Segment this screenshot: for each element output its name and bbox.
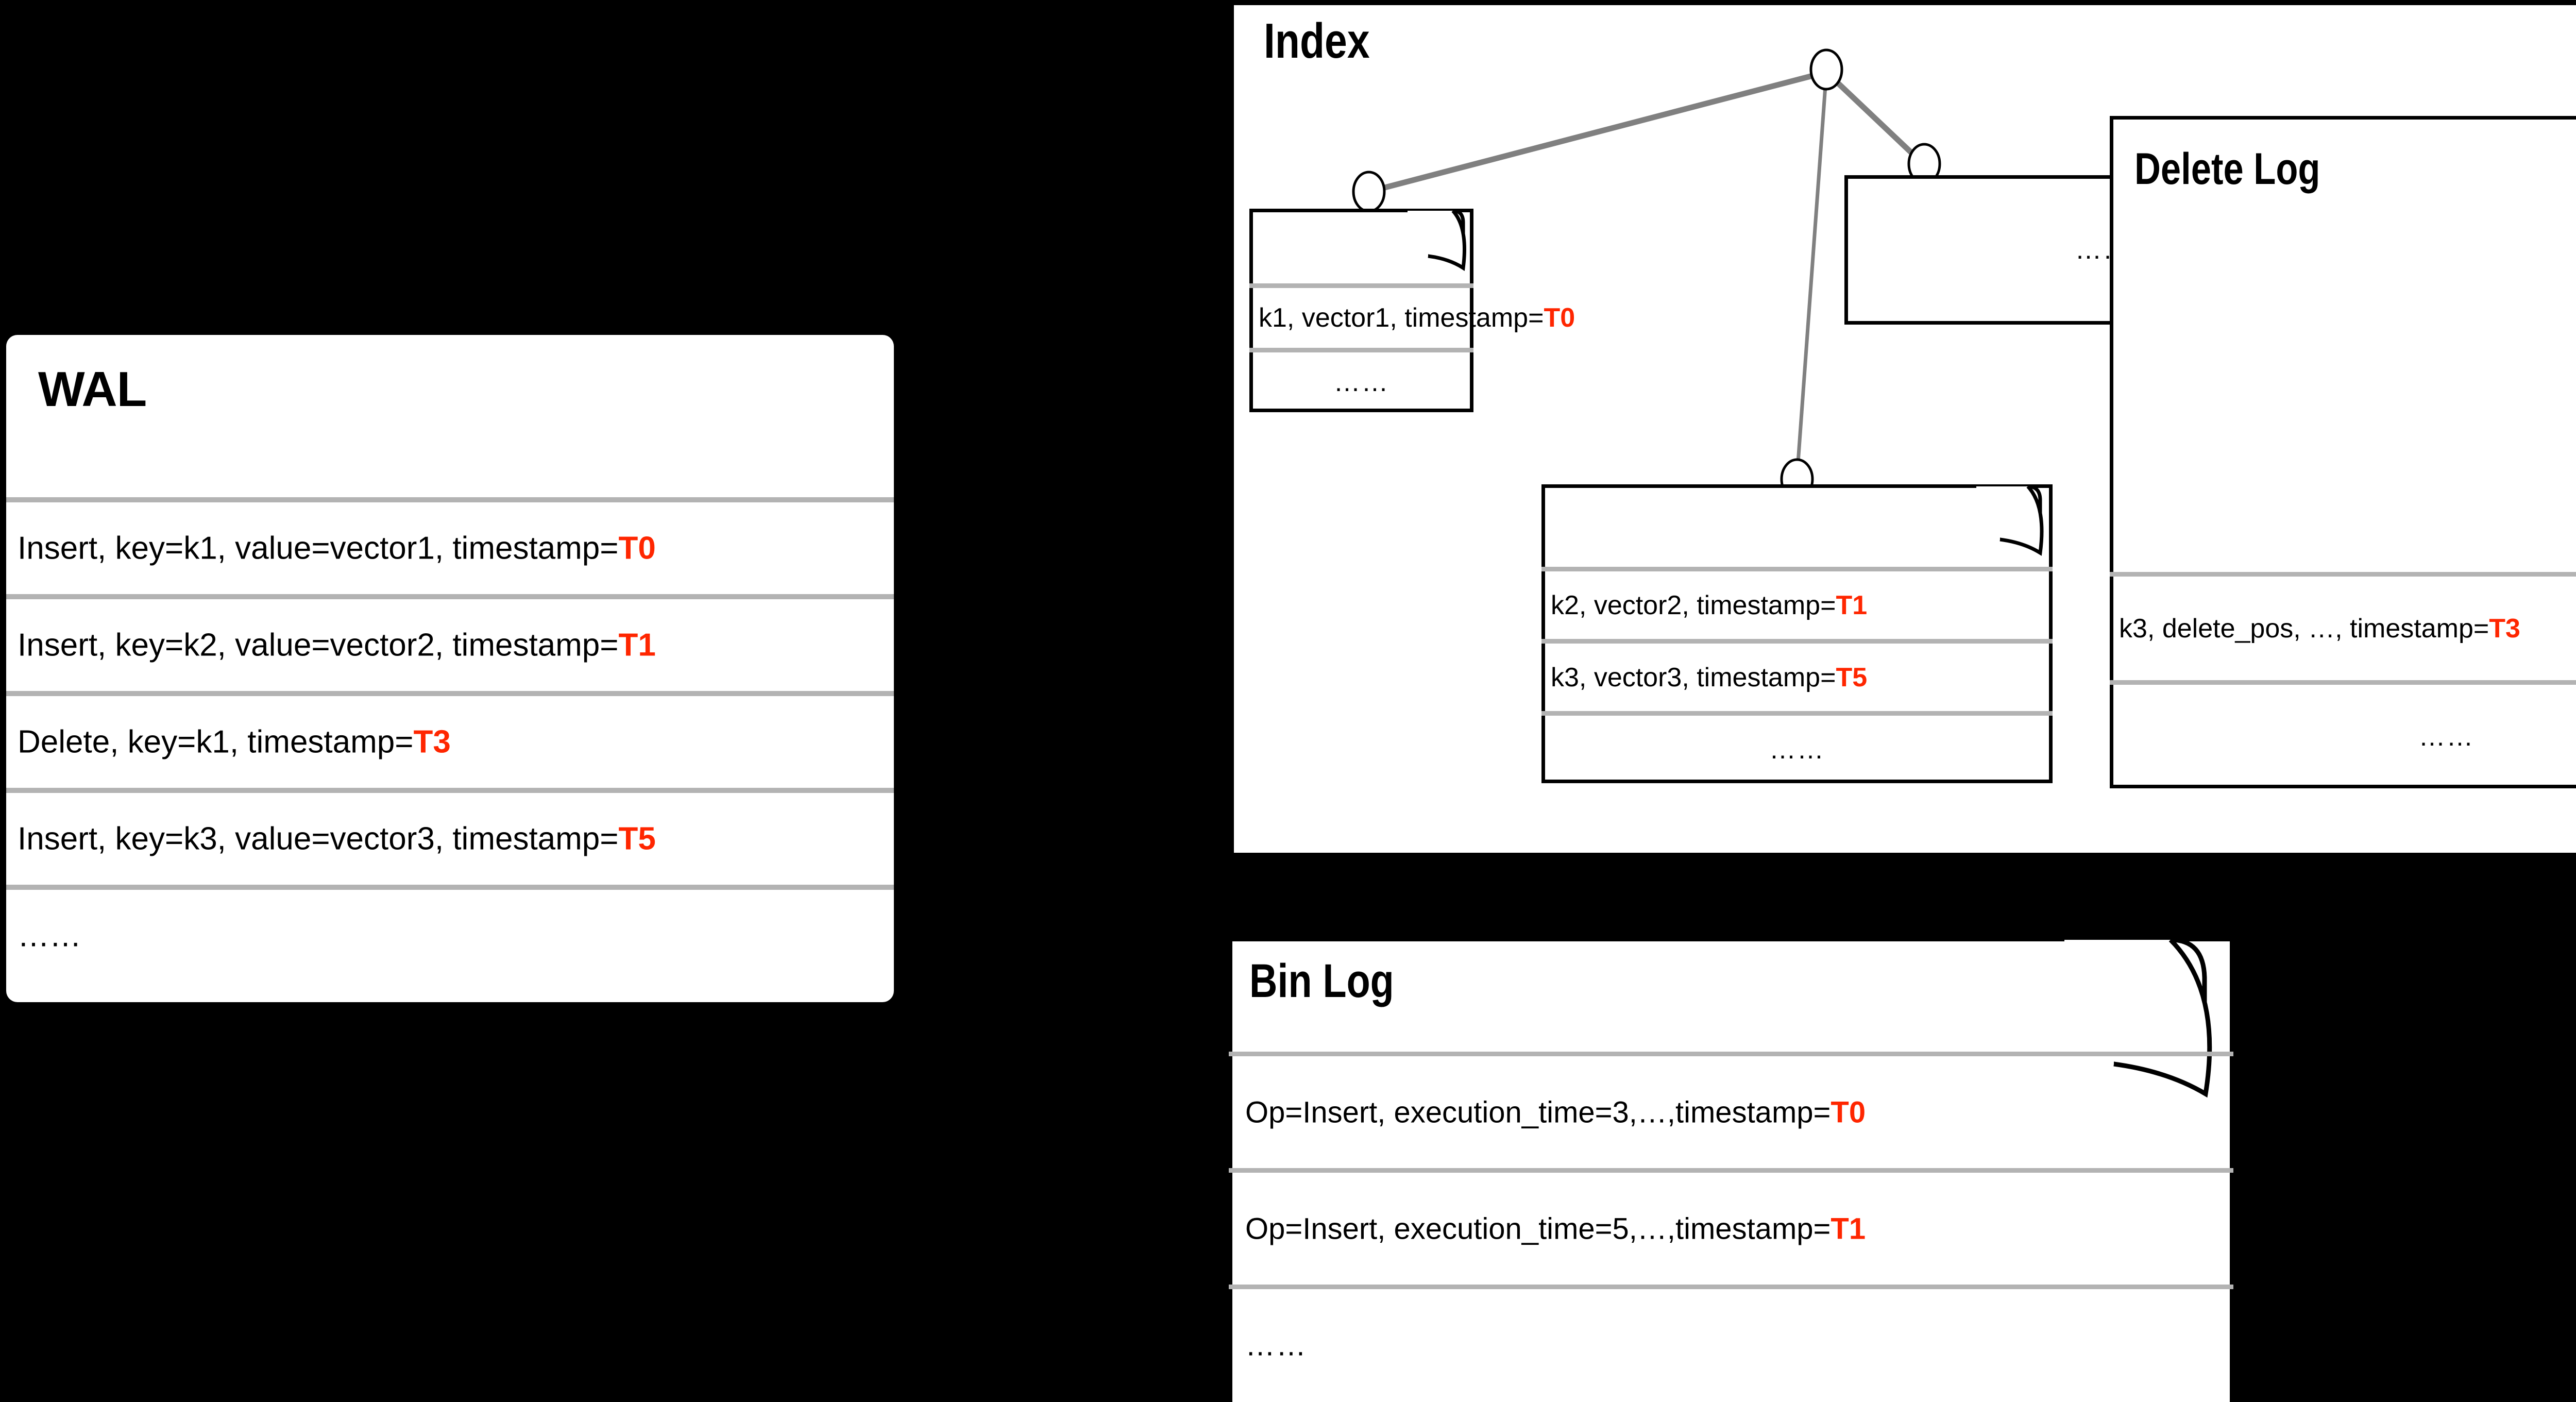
card-row: Op=Insert, execution_time=3,…,timestamp=… — [1229, 1052, 2233, 1168]
wal-row-text: …… — [18, 918, 81, 954]
card-row-ellipsis: …… — [1249, 348, 1473, 412]
timestamp-badge: T5 — [618, 821, 656, 857]
card-row-text: Op=Insert, execution_time=3,…,timestamp=… — [1245, 1095, 1866, 1129]
timestamp-badge: T0 — [1544, 303, 1575, 333]
card-row-ellipsis: …… — [1541, 711, 2053, 783]
tree-edges-thin — [1795, 72, 1828, 477]
card-row-text: …… — [2418, 721, 2475, 752]
index-title: Index — [1264, 13, 1370, 69]
wal-panel: WAL Insert, key=k1, value=vector1, times… — [6, 335, 894, 1002]
wal-row-text: Insert, key=k3, value=vector3, timestamp… — [18, 821, 656, 857]
card-row-text: k3, delete_pos, …, timestamp=T3 — [2119, 613, 2520, 644]
card-row-text: …… — [1769, 734, 1825, 765]
card-row-text: Op=Insert, execution_time=5,…,timestamp=… — [1245, 1212, 1866, 1245]
wal-row-list: Insert, key=k1, value=vector1, timestamp… — [6, 497, 894, 982]
card-rows: k1, vector1, timestamp=T0 …… — [1249, 283, 1575, 412]
timestamp-badge: T0 — [1831, 1095, 1866, 1129]
card-row-ellipsis: …… — [1229, 1285, 2233, 1401]
card-row-text: k1, vector1, timestamp=T0 — [1259, 303, 1575, 333]
wal-row: Delete, key=k1, timestamp=T3 — [6, 691, 894, 788]
tree-edges — [1368, 69, 1926, 195]
card-row: Op=Insert, execution_time=5,…,timestamp=… — [1229, 1168, 2233, 1285]
card-row: k3, vector3, timestamp=T5 — [1541, 639, 2053, 711]
delete-log-title: Delete Log — [2134, 144, 2320, 194]
wal-row-ellipsis: …… — [6, 885, 894, 982]
card-row-text: k2, vector2, timestamp=T1 — [1551, 590, 1868, 620]
card-rows: k2, vector2, timestamp=T1 k3, vector3, t… — [1541, 567, 2053, 783]
card-row: k1, vector1, timestamp=T0 — [1249, 283, 1575, 348]
timestamp-badge: T5 — [1836, 662, 1868, 692]
card-row: k3, delete_pos, …, timestamp=T3 — [2110, 572, 2576, 680]
index-panel: Index k1, vector1, timestamp=T0 — [1234, 5, 2576, 853]
index-card-k1: k1, vector1, timestamp=T0 …… — [1249, 209, 1575, 412]
timestamp-badge: T0 — [618, 530, 656, 566]
card-row-text: …… — [1245, 1328, 1307, 1362]
card-surface — [1249, 209, 1473, 412]
card-rows: Op=Insert, execution_time=3,…,timestamp=… — [1229, 1052, 2233, 1402]
card-surface — [1541, 484, 2053, 783]
card-rows: k3, delete_pos, …, timestamp=T3 …… — [2110, 572, 2576, 788]
timestamp-badge: T1 — [1831, 1212, 1866, 1245]
card-row-text: …… — [1333, 367, 1389, 397]
card-row: k2, vector2, timestamp=T1 — [1541, 567, 2053, 639]
tree-node-left — [1352, 171, 1386, 213]
wal-title: WAL — [38, 362, 147, 417]
timestamp-badge: T3 — [413, 724, 451, 760]
card-row-text: k3, vector3, timestamp=T5 — [1551, 662, 1868, 692]
wal-row: Insert, key=k1, value=vector1, timestamp… — [6, 497, 894, 594]
wal-row-text: Insert, key=k1, value=vector1, timestamp… — [18, 530, 656, 566]
bin-log-title: Bin Log — [1249, 955, 1394, 1007]
wal-row-text: Insert, key=k2, value=vector2, timestamp… — [18, 627, 656, 663]
timestamp-badge: T1 — [1836, 590, 1868, 620]
bin-log-card: Bin Log Op=Insert, execution_time=3,…,ti… — [1229, 937, 2233, 1402]
tree-node-root — [1809, 48, 1843, 91]
wal-row: Insert, key=k3, value=vector3, timestamp… — [6, 788, 894, 885]
card-row-ellipsis: …… — [2110, 680, 2576, 788]
timestamp-badge: T3 — [2489, 613, 2520, 644]
wal-row: Insert, key=k2, value=vector2, timestamp… — [6, 594, 894, 691]
index-card-k2-k3: k2, vector2, timestamp=T1 k3, vector3, t… — [1541, 484, 2053, 783]
delete-log-card: Delete Log k3, delete_pos, …, timestamp=… — [2110, 116, 2576, 788]
wal-row-text: Delete, key=k1, timestamp=T3 — [18, 724, 451, 760]
card-surface — [2110, 116, 2576, 788]
timestamp-badge: T1 — [618, 627, 656, 663]
